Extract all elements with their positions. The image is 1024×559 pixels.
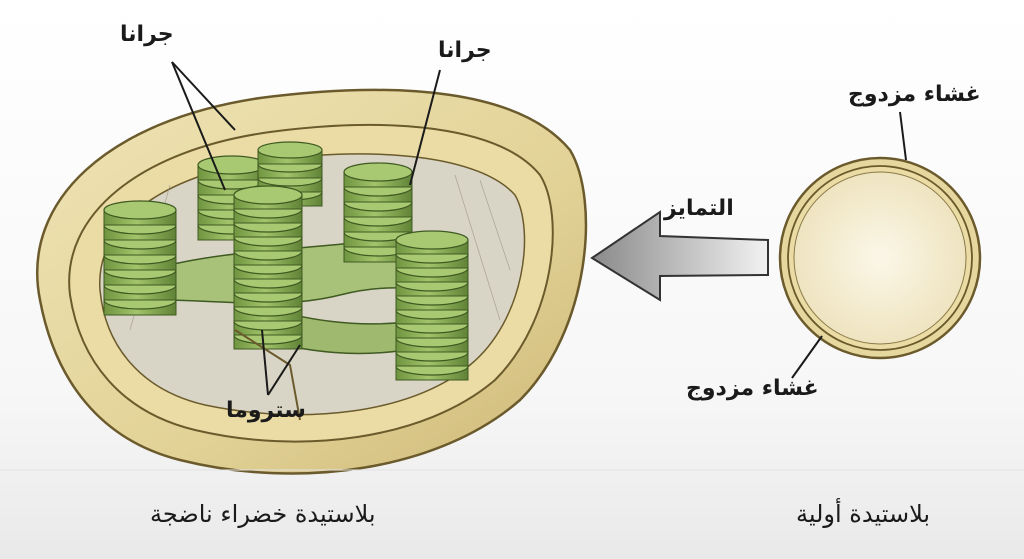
label-grana-left: جرانا bbox=[120, 22, 174, 47]
thylakoid-disc-top bbox=[197, 155, 267, 175]
granum-stack bbox=[103, 200, 177, 316]
cutaway-edge bbox=[234, 329, 301, 421]
label-stroma: ستروما bbox=[226, 398, 306, 423]
caption-proplastid: بلاستيدة أولية bbox=[796, 500, 931, 528]
thylakoid-disc-top bbox=[395, 230, 469, 250]
leader-lines bbox=[171, 61, 907, 396]
label-differentiation: التمايز bbox=[664, 196, 734, 221]
label-grana-right: جرانا bbox=[438, 38, 492, 63]
thylakoid-disc-top bbox=[343, 162, 413, 182]
differentiation-arrow bbox=[590, 210, 769, 302]
caption-mature-chloroplast: بلاستيدة خضراء ناضجة bbox=[150, 500, 376, 528]
proplastid-interior bbox=[793, 171, 967, 345]
granum-stack bbox=[343, 162, 413, 263]
granum-stack bbox=[395, 230, 469, 381]
granum-stack bbox=[233, 185, 303, 350]
thylakoid-disc-top bbox=[103, 200, 177, 220]
thylakoid-disc-top bbox=[257, 141, 323, 159]
label-double-membrane-top: غشاء مزدوج bbox=[848, 82, 981, 107]
thylakoid-disc-top bbox=[233, 185, 303, 205]
label-double-membrane-bottom: غشاء مزدوج bbox=[686, 376, 819, 401]
proplastid bbox=[778, 156, 982, 360]
mature-chloroplast bbox=[36, 88, 588, 475]
